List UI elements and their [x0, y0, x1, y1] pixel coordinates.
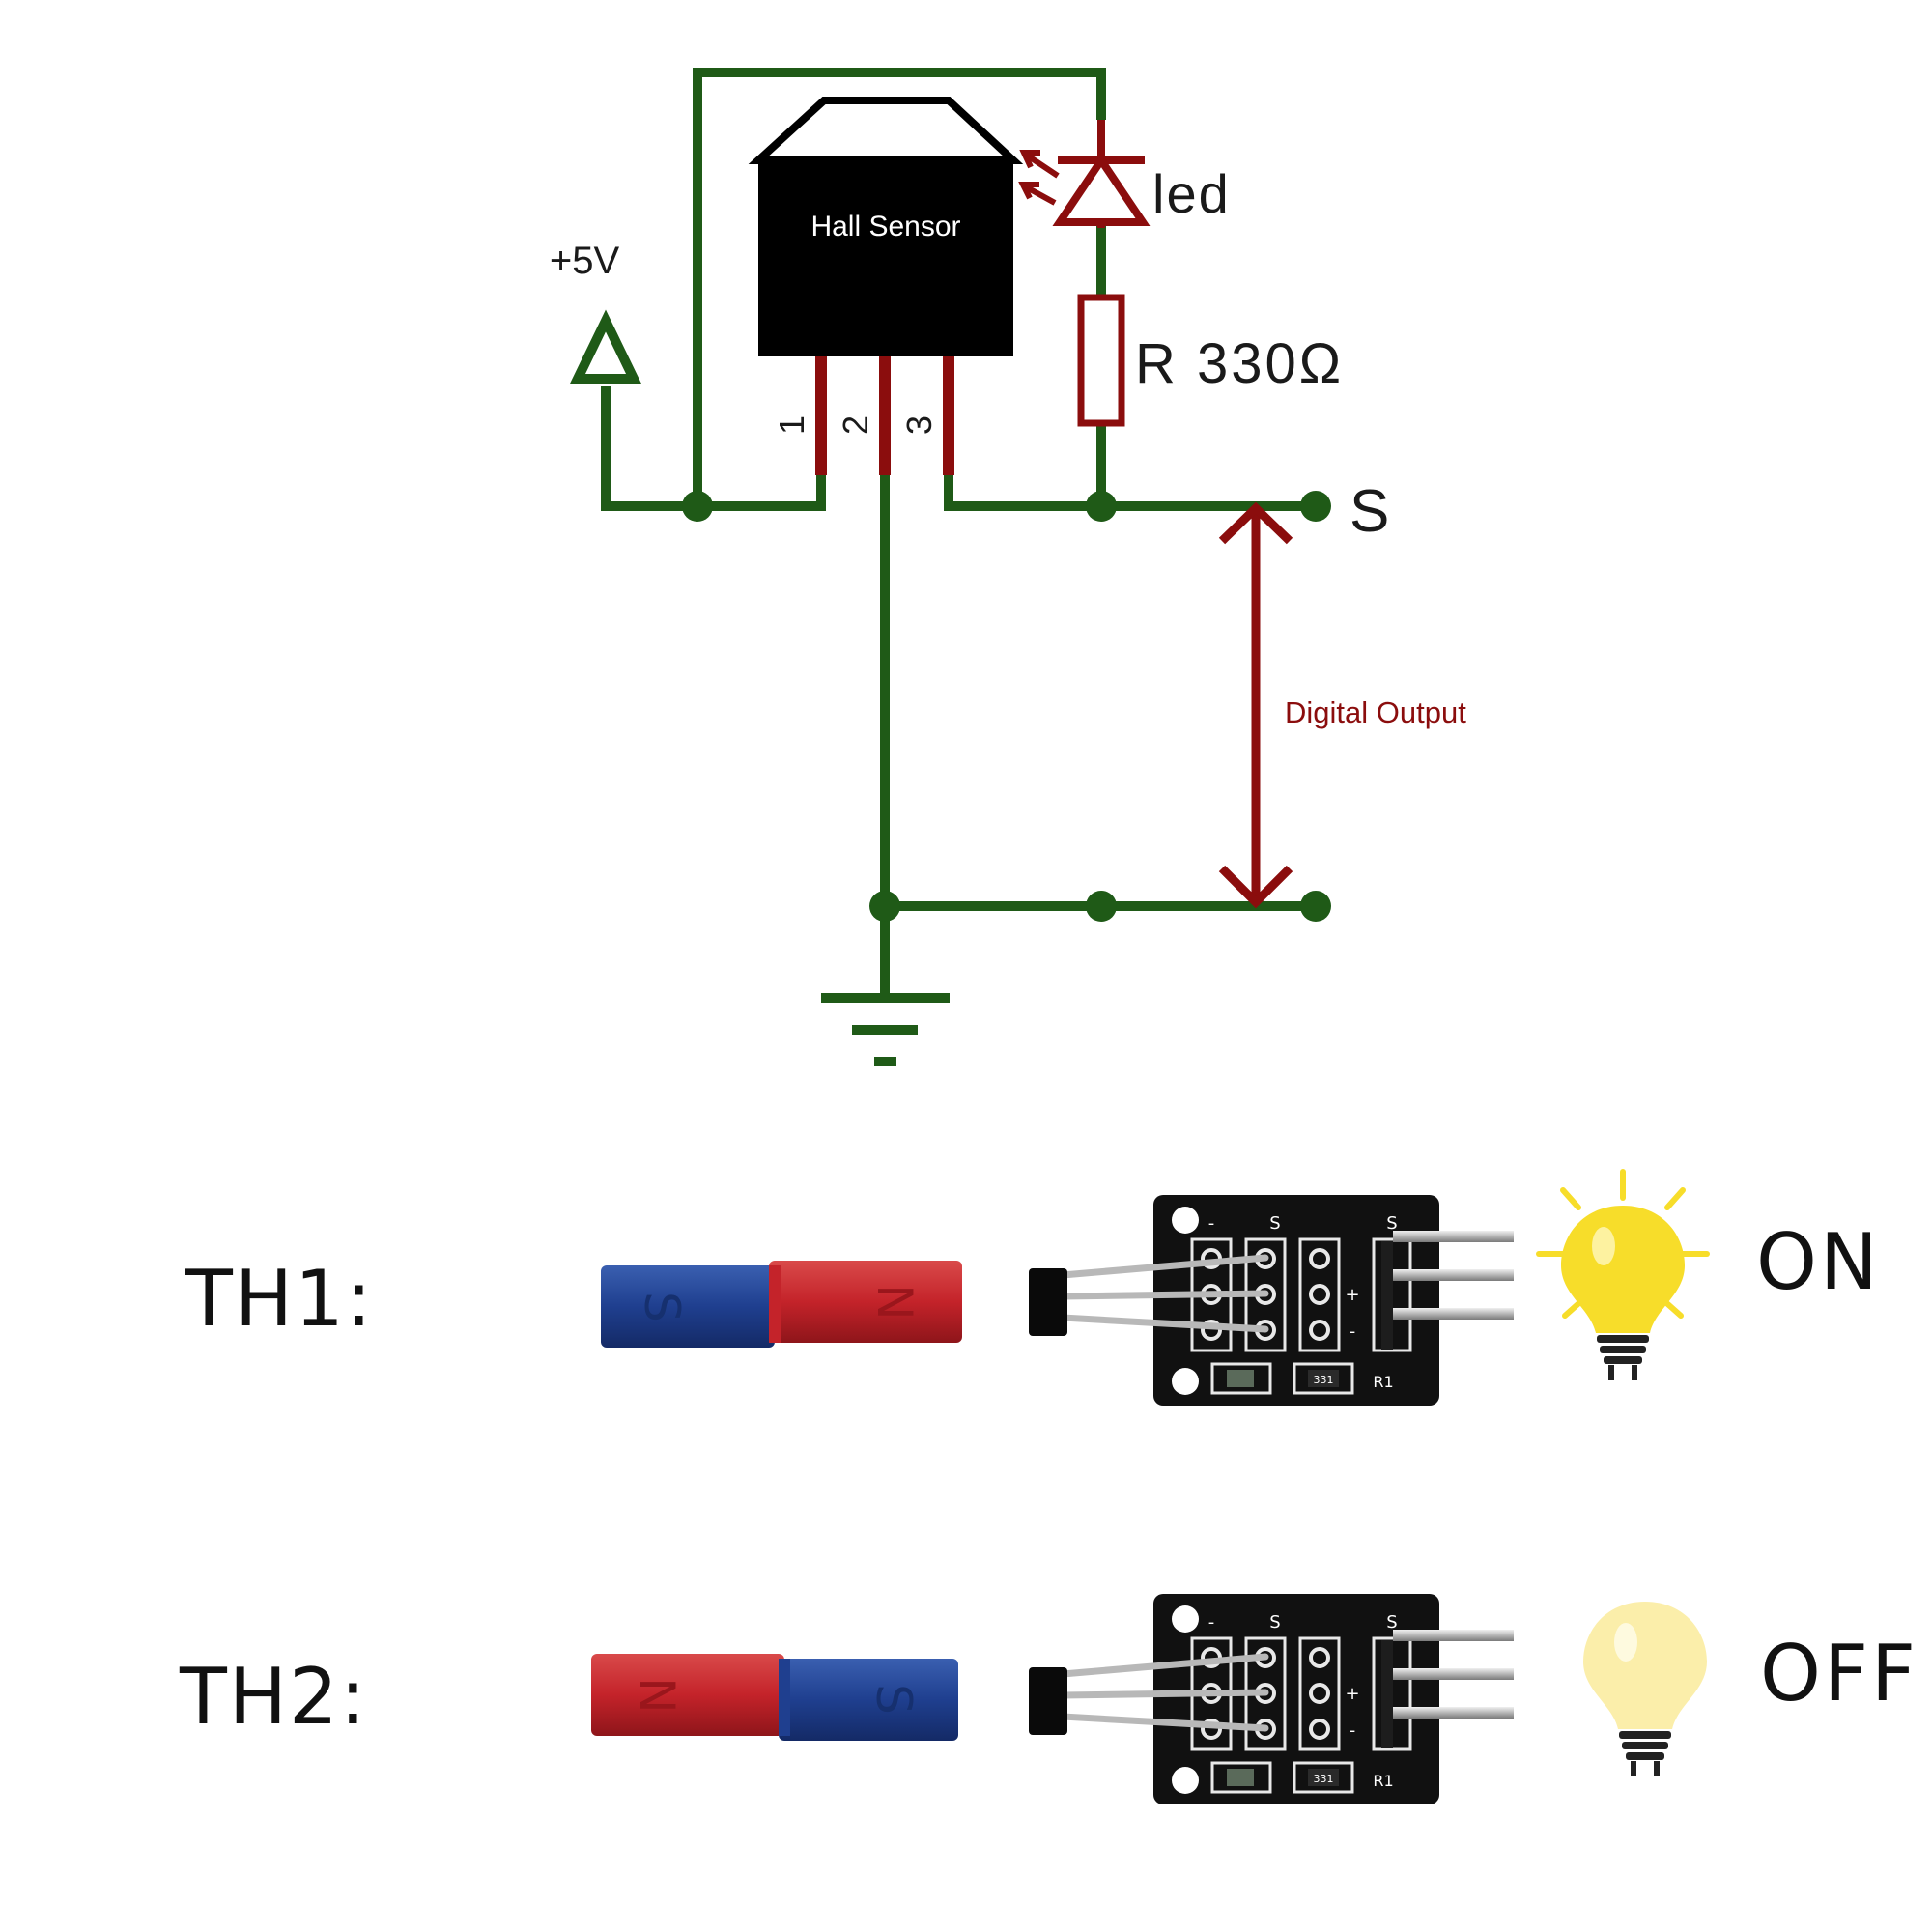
module-resistor-code: 331	[1314, 1374, 1334, 1386]
module-ref-label: R1	[1373, 1772, 1393, 1790]
sensor-pins	[815, 354, 954, 475]
state-label-off: OFF	[1760, 1629, 1918, 1719]
magnet-pole-label: N	[629, 1677, 685, 1713]
magnet-pole-label: S	[634, 1292, 690, 1322]
hall-sensor-schematic: +5V 1 2 3 Hall Sensor	[550, 68, 1466, 1066]
module-pin-label: -	[1350, 1720, 1356, 1741]
module-pin-label: +	[1345, 1285, 1359, 1305]
supply-label: +5V	[550, 240, 620, 282]
output-arrow-icon	[1218, 501, 1293, 909]
supply-loop-wire	[693, 68, 1106, 506]
junction-dot	[1086, 491, 1117, 522]
resistor-label: R 330Ω	[1135, 332, 1344, 395]
bulb-lit-icon	[1536, 1169, 1710, 1380]
module-header-label: S	[1269, 1612, 1280, 1633]
led-label: led	[1152, 163, 1231, 224]
bar-magnet: S N	[601, 1261, 962, 1348]
supply-arrow-icon	[570, 309, 641, 384]
signal-terminal	[1300, 491, 1331, 522]
junction-dot	[682, 491, 713, 522]
module-ref-label: R1	[1373, 1373, 1393, 1391]
hall-sensor-top	[748, 97, 1024, 164]
module-header-label: S	[1386, 1612, 1397, 1633]
module-header-label: S	[1269, 1213, 1280, 1234]
signal-label: S	[1350, 478, 1389, 545]
row-label-th1: TH1:	[185, 1254, 374, 1344]
row-label-th2: TH2:	[180, 1652, 368, 1742]
hall-sensor-module: - S S + - 331 R1	[1029, 1594, 1514, 1804]
light-rays-icon	[1018, 150, 1060, 206]
module-resistor-code: 331	[1314, 1773, 1334, 1785]
supply-wire	[601, 386, 826, 511]
module-pin-label: +	[1345, 1684, 1359, 1704]
pin-label-2: 2	[836, 415, 875, 435]
pin-label-3: 3	[899, 415, 939, 435]
magnet-pole-label: S	[866, 1684, 922, 1715]
resistor-symbol	[1077, 294, 1125, 427]
state-row-th1: S N - S S	[601, 1169, 1710, 1406]
hall-sensor-body	[758, 160, 1013, 356]
junction-dots	[682, 491, 1331, 922]
hall-sensor-module: - S S + - 331 R1	[1029, 1195, 1514, 1406]
led-symbol	[1052, 120, 1151, 228]
pin-label-1: 1	[772, 415, 811, 435]
bar-magnet: N S	[591, 1654, 958, 1741]
state-label-on: ON	[1756, 1217, 1881, 1307]
module-header-label: -	[1208, 1213, 1215, 1234]
module-header-label: -	[1208, 1612, 1215, 1633]
module-header-label: S	[1386, 1213, 1397, 1234]
junction-dot	[869, 891, 900, 922]
state-row-th2: N S - S S	[591, 1594, 1707, 1804]
bulb-unlit-icon	[1583, 1602, 1707, 1776]
junction-dot	[1086, 891, 1117, 922]
output-label: Digital Output	[1285, 696, 1466, 729]
magnet-pole-label: N	[867, 1284, 923, 1320]
hall-sensor-label: Hall Sensor	[810, 211, 960, 242]
signal-wire	[944, 473, 1316, 511]
module-pin-label: -	[1350, 1321, 1356, 1342]
ground-icon	[821, 993, 950, 1066]
ground-terminal	[1300, 891, 1331, 922]
